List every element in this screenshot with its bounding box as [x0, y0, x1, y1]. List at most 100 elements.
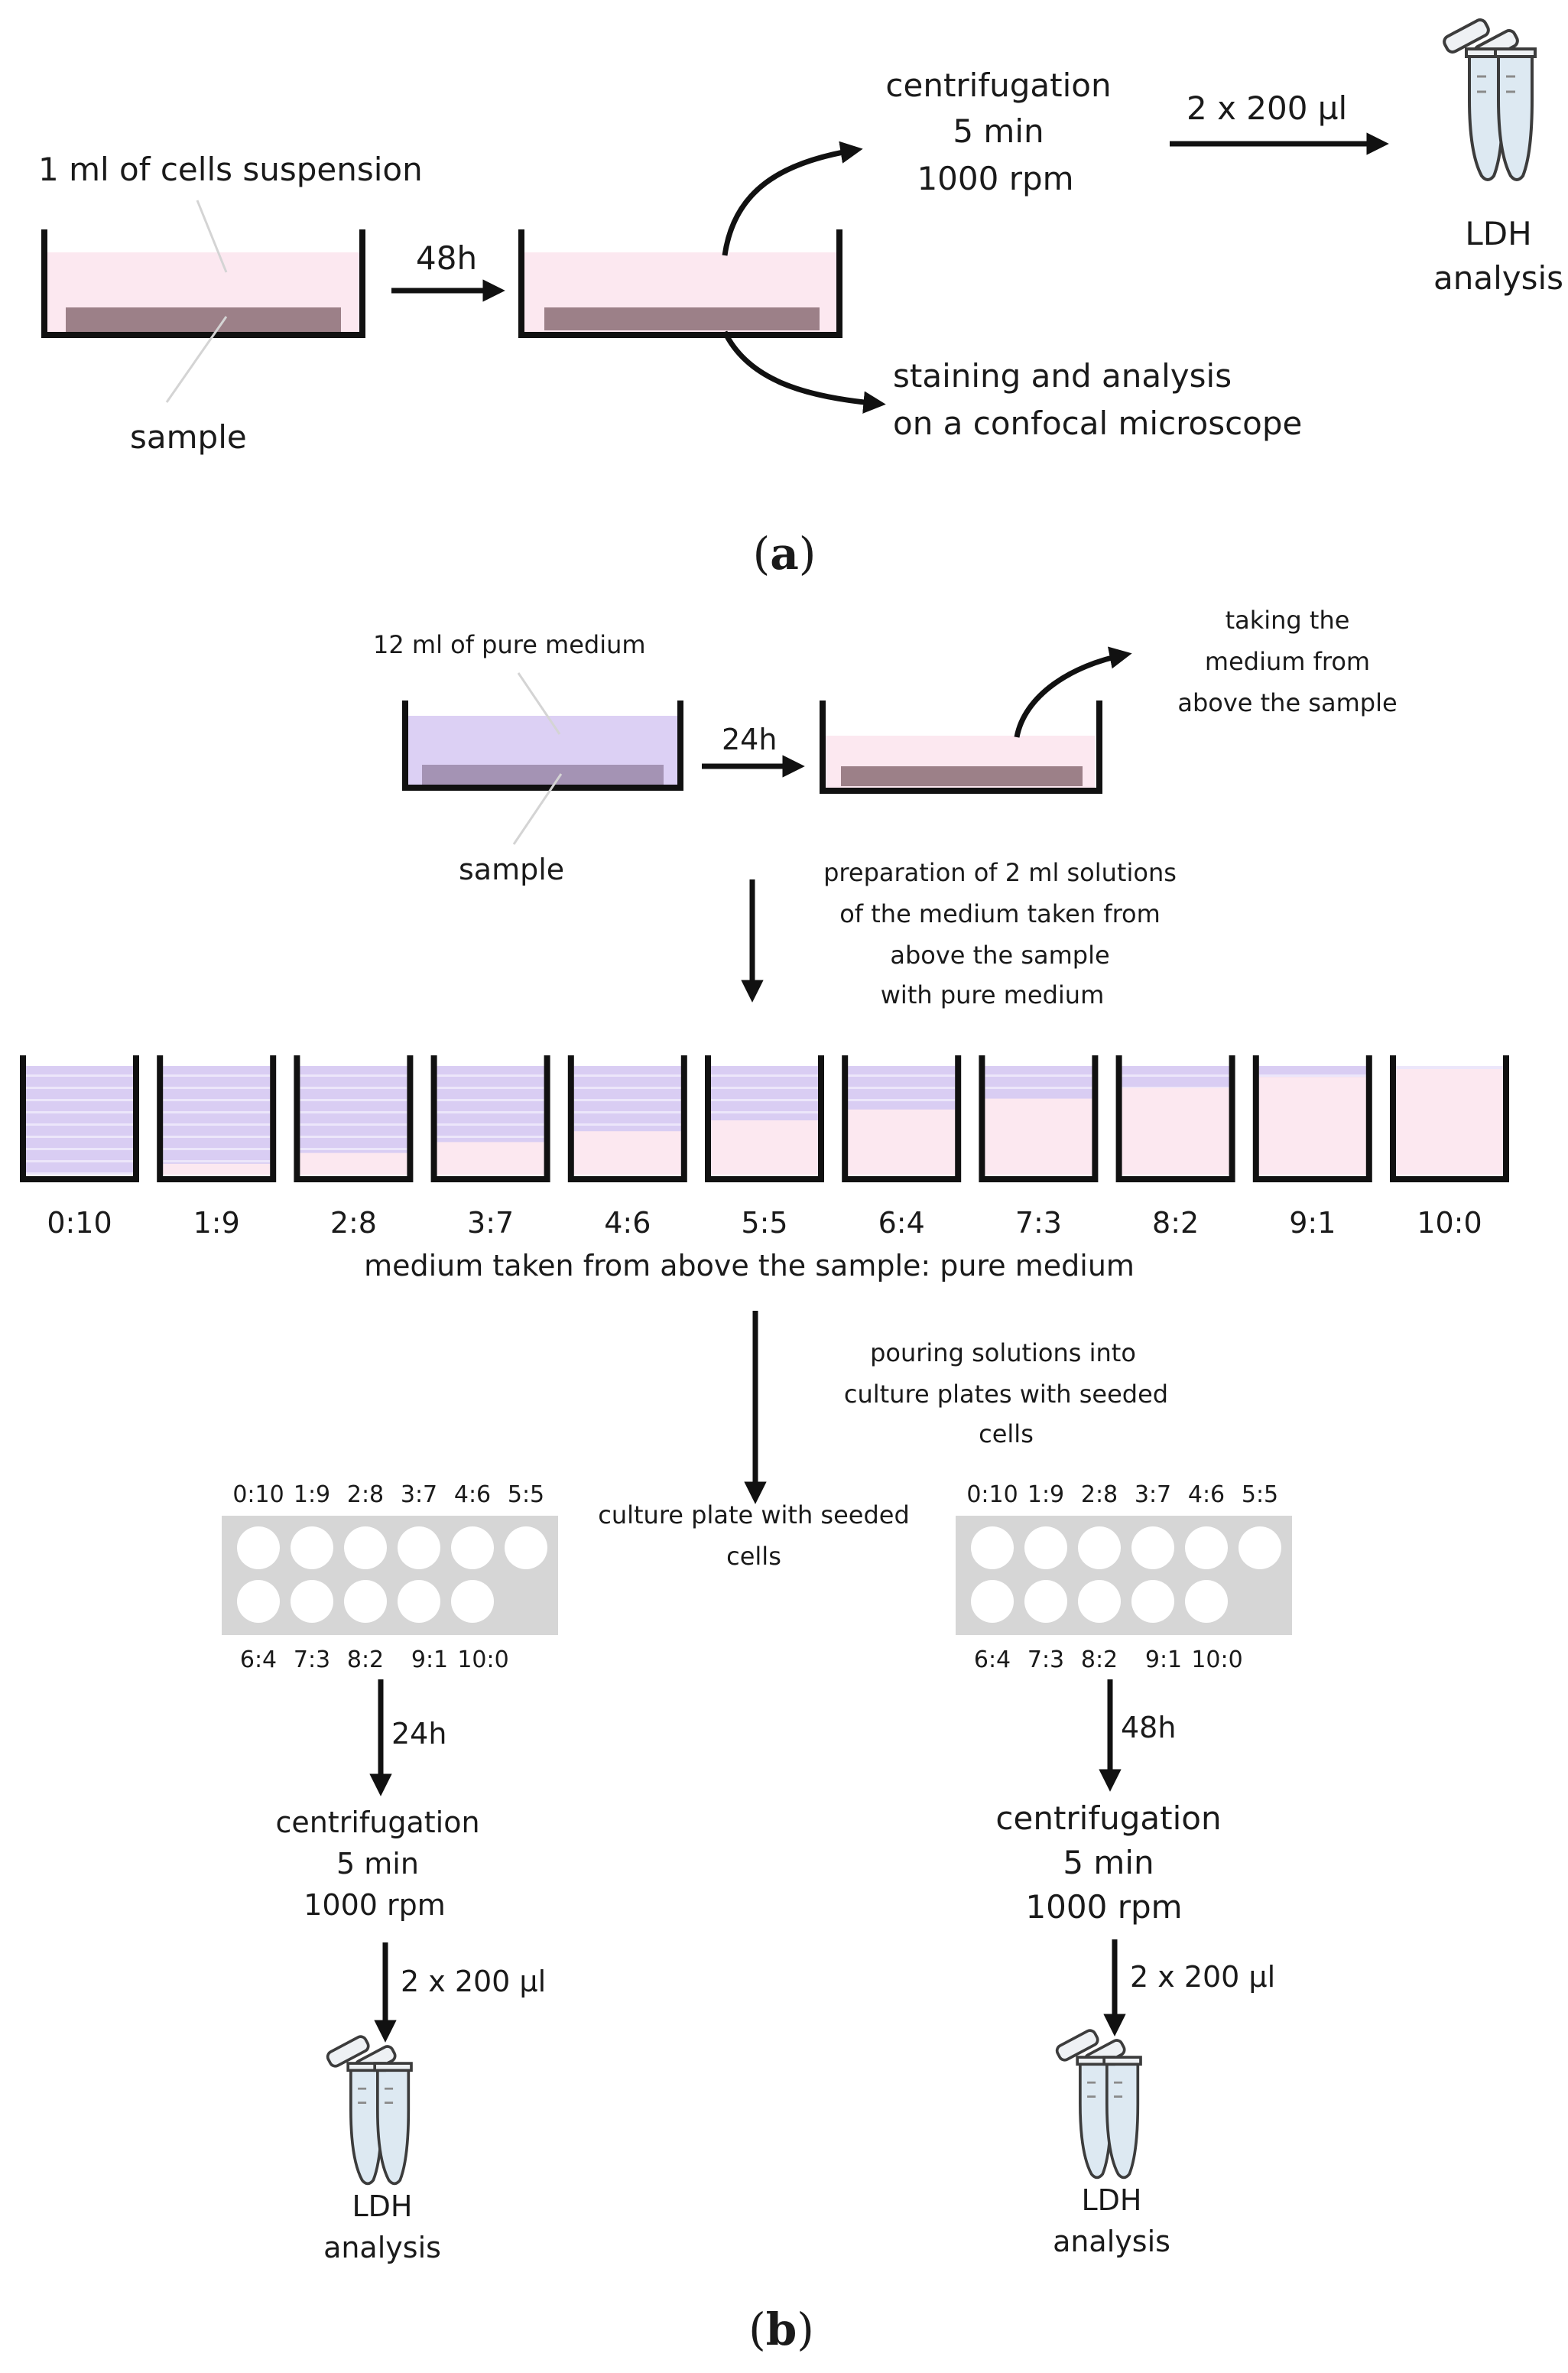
- dilution-well-0-10: 0:10: [20, 1055, 139, 1240]
- panel-a: 1 ml of cells suspension sample 48h cent…: [38, 16, 1563, 580]
- dilution-well-5-5: 5:5: [705, 1055, 824, 1240]
- right-centrifugation-speed: 1000 rpm: [1025, 1888, 1182, 1926]
- dish-after-48h: [518, 229, 842, 338]
- dilution-well-9-1: 9:1: [1252, 1055, 1372, 1240]
- plate-body: [222, 1516, 558, 1635]
- volume-label: 2 x 200 µl: [1187, 89, 1347, 127]
- ldh-analysis-label: analysis: [1433, 259, 1563, 297]
- sample-layer: [66, 307, 341, 332]
- preparation-line1: preparation of 2 ml solutions: [823, 858, 1177, 887]
- well-pure-medium: [163, 1066, 271, 1164]
- plate-well-label: 7:3: [294, 1646, 330, 1673]
- plate-label-line2: cells: [726, 1542, 781, 1571]
- caption-b-letter: b: [766, 2303, 797, 2355]
- dish-wall: [402, 701, 683, 791]
- ratio-label: 1:9: [193, 1206, 240, 1240]
- plate-well: [344, 1580, 387, 1623]
- ratio-label: 9:1: [1289, 1206, 1336, 1240]
- left-centrifugation-speed: 1000 rpm: [304, 1888, 446, 1922]
- left-ldh-label: LDH: [352, 2189, 412, 2223]
- dish-cells-suspension: [41, 229, 365, 338]
- sample-layer: [841, 766, 1083, 786]
- plate-well-label: 1:9: [294, 1481, 330, 1508]
- well-pure-medium: [573, 1066, 681, 1132]
- time-label-24h: 24h: [722, 723, 777, 756]
- dilution-well-1-9: 1:9: [157, 1055, 277, 1240]
- right-ldh-label: LDH: [1081, 2183, 1141, 2217]
- caption-a: (a): [753, 528, 816, 580]
- plate-well-label: 5:5: [508, 1481, 544, 1508]
- dish-wall: [41, 229, 365, 338]
- pouring-line3: cells: [979, 1419, 1034, 1448]
- eppendorf-tube-icon: [1440, 16, 1537, 181]
- plate-well: [1078, 1580, 1121, 1623]
- eppendorf-tube-icon: [1053, 2027, 1142, 2180]
- right-centrifugation-time: 5 min: [1063, 1844, 1154, 1881]
- pointer-sample: [165, 316, 228, 403]
- dilution-well-4-6: 4:6: [567, 1055, 687, 1240]
- well-pure-medium: [1122, 1066, 1229, 1088]
- left-ldh-analysis: analysis: [323, 2231, 441, 2264]
- well-wall: [20, 1055, 139, 1182]
- preparation-line4: with pure medium: [881, 980, 1104, 1009]
- pointer-medium: [517, 672, 561, 735]
- ratio-label: 8:2: [1152, 1206, 1199, 1240]
- plate-well: [971, 1580, 1014, 1623]
- plate-well: [291, 1526, 333, 1569]
- ratio-label: 7:3: [1015, 1206, 1062, 1240]
- sample-label-b: sample: [459, 853, 564, 886]
- plate-well: [1078, 1526, 1121, 1569]
- dish-pure-medium: [402, 701, 683, 791]
- arrow-to-centrifugation: [722, 141, 863, 256]
- right-centrifugation: centrifugation: [995, 1799, 1221, 1837]
- plate-well: [1024, 1580, 1067, 1623]
- right-time-label: 48h: [1121, 1711, 1176, 1744]
- well-wall: [567, 1055, 687, 1182]
- plate-well-label: 10:0: [1191, 1646, 1242, 1673]
- plate-well-label: 0:10: [232, 1481, 284, 1508]
- pouring-line1: pouring solutions into: [870, 1338, 1136, 1367]
- arrow-taking-medium: [1014, 646, 1132, 738]
- plate-well: [398, 1580, 440, 1623]
- well-pure-medium: [437, 1066, 544, 1143]
- plate-well-label: 4:6: [1188, 1481, 1225, 1508]
- dish-after-24h: [820, 701, 1102, 794]
- well-wall: [1115, 1055, 1235, 1182]
- dilution-well-8-2: 8:2: [1115, 1055, 1235, 1240]
- dilution-well-7-3: 7:3: [979, 1055, 1099, 1240]
- left-centrifugation: centrifugation: [275, 1806, 479, 1839]
- plate-well-label: 10:0: [457, 1646, 508, 1673]
- well-pure-medium: [985, 1066, 1092, 1099]
- plate-well: [1185, 1580, 1228, 1623]
- eppendorf-tube-icon: [324, 2033, 413, 2186]
- right-branch: 48h centrifugation 5 min 1000 rpm 2 x 20…: [995, 1679, 1275, 2258]
- well-wall: [705, 1055, 824, 1182]
- well-pure-medium: [848, 1066, 956, 1110]
- well-liquid: [1258, 1066, 1366, 1175]
- plate-well: [344, 1526, 387, 1569]
- staining-label-line1: staining and analysis: [893, 357, 1232, 395]
- plate-well-label: 9:1: [1145, 1646, 1182, 1673]
- plate-well: [971, 1526, 1014, 1569]
- plate-well: [1131, 1526, 1174, 1569]
- well-wall: [430, 1055, 550, 1182]
- well-pure-medium: [300, 1066, 407, 1153]
- well-surface: [1396, 1066, 1503, 1069]
- plate-well-label: 6:4: [240, 1646, 277, 1673]
- ratio-label: 5:5: [741, 1206, 787, 1240]
- centrifugation-time: 5 min: [953, 112, 1044, 150]
- well-wall: [842, 1055, 962, 1182]
- plate-well: [505, 1526, 547, 1569]
- cells-suspension-label: 1 ml of cells suspension: [38, 151, 423, 188]
- caption-b: (b): [748, 2303, 814, 2355]
- well-pure-medium: [26, 1066, 133, 1175]
- ratio-label: 3:7: [467, 1206, 514, 1240]
- plate-label-line1: culture plate with seeded: [598, 1500, 910, 1529]
- plate-well-label: 4:6: [454, 1481, 491, 1508]
- dilution-well-10-0: 10:0: [1390, 1055, 1509, 1240]
- plate-well-label: 3:7: [1135, 1481, 1171, 1508]
- plate-well-label: 1:9: [1027, 1481, 1064, 1508]
- taking-label-line2: medium from: [1205, 647, 1370, 676]
- plate-well: [1131, 1580, 1174, 1623]
